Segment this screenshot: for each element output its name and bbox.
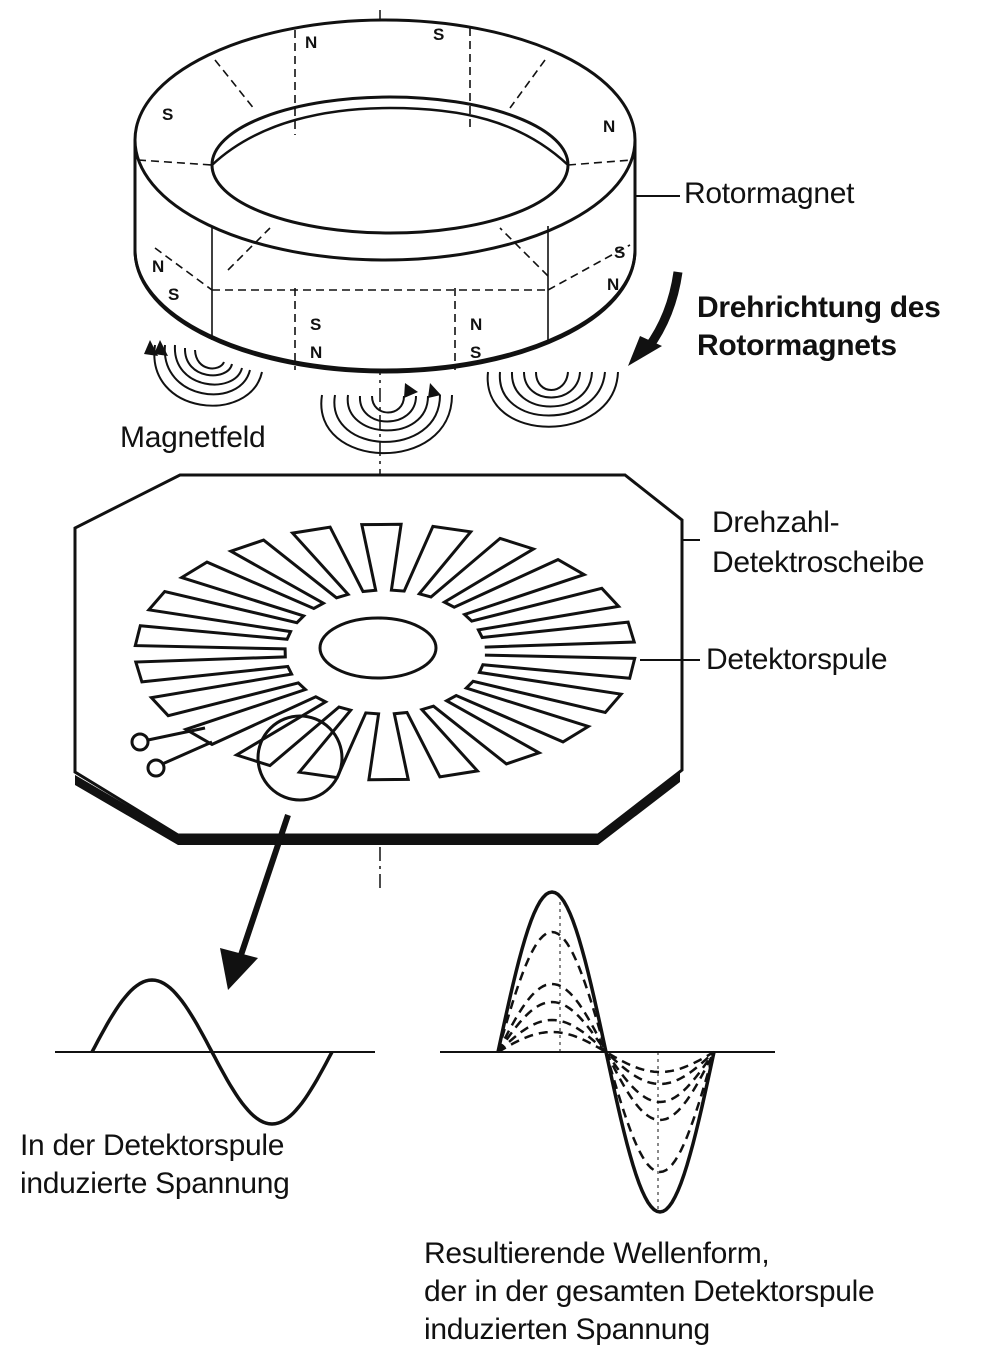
pole-side-left-s: S (168, 285, 179, 304)
induced-voltage-label-2: induzierte Spannung (20, 1166, 290, 1202)
pole-side-left-n: N (152, 257, 164, 276)
resulting-waveform-label-3: induzierten Spannung (424, 1312, 710, 1348)
resulting-waveform-label-1: Resultierende Wellenform, (424, 1236, 769, 1272)
pole-top-back: S (433, 25, 444, 44)
speed-disc-label-1: Drehzahl- (712, 505, 839, 541)
coil-terminal-2 (148, 760, 164, 776)
pole-side-mid-n: N (310, 343, 322, 362)
rotor-magnet-label: Rotormagnet (684, 176, 854, 212)
speed-detector-disc (75, 475, 682, 845)
resulting-waveform-label-2: der in der gesamten Detektorspule (424, 1274, 874, 1310)
detector-coil-label: Detektorspule (706, 642, 887, 678)
speed-disc-label-2: Detektroscheibe (712, 545, 924, 581)
rotation-direction-label-2: Rotormagnets (697, 328, 897, 364)
pole-side-right-s: S (614, 243, 625, 262)
pole-side-midright-s: S (470, 343, 481, 362)
rotation-direction-label-1: Drehrichtung des (697, 290, 941, 326)
pole-side-midright-n: N (470, 315, 482, 334)
detail-arrowhead (220, 948, 258, 990)
pole-top-left: S (162, 105, 173, 124)
pole-side-right-n: N (607, 275, 619, 294)
pole-side-mid-s: S (310, 315, 321, 334)
rotor-magnet: N S S N N S S N N S S N (135, 20, 635, 372)
pole-top-front: N (305, 33, 317, 52)
rotation-arrow (648, 272, 678, 348)
pole-top-right: N (603, 117, 615, 136)
disc-center-hole (320, 618, 436, 678)
magnetic-field-label: Magnetfeld (120, 420, 265, 456)
induced-voltage-label-1: In der Detektorspule (20, 1128, 284, 1164)
coil-terminal-1 (132, 734, 148, 750)
